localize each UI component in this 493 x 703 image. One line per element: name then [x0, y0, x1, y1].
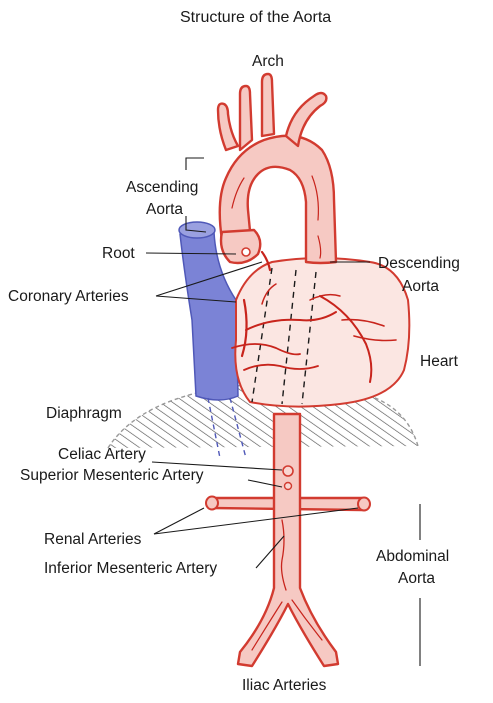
label-diaphragm: Diaphragm [46, 405, 122, 422]
vena-cava [178, 221, 247, 459]
label-descending-aorta-2: Aorta [402, 278, 439, 295]
thoracic-aorta [216, 72, 338, 272]
label-coronary-arteries: Coronary Arteries [8, 288, 129, 305]
label-celiac-artery: Celiac Artery [58, 446, 146, 463]
label-arch: Arch [252, 53, 284, 70]
label-renal-arteries: Renal Arteries [44, 531, 142, 548]
label-root: Root [102, 245, 135, 262]
label-abdominal-aorta-2: Aorta [398, 570, 435, 587]
label-iliac-arteries: Iliac Arteries [242, 677, 327, 694]
label-descending-aorta-1: Descending [378, 255, 460, 272]
abdominal-aorta [205, 412, 371, 668]
label-abdominal-aorta-1: Abdominal [376, 548, 449, 565]
label-ascending-aorta-2: Aorta [146, 201, 183, 218]
leader-lines [145, 157, 421, 666]
heart [231, 257, 411, 408]
diagram-title: Structure of the Aorta [180, 9, 331, 26]
label-ascending-aorta-1: Ascending [126, 179, 198, 196]
label-inferior-mesenteric-artery: Inferior Mesenteric Artery [44, 560, 217, 577]
label-superior-mesenteric-artery: Superior Mesenteric Artery [20, 467, 204, 484]
label-heart: Heart [420, 353, 459, 370]
